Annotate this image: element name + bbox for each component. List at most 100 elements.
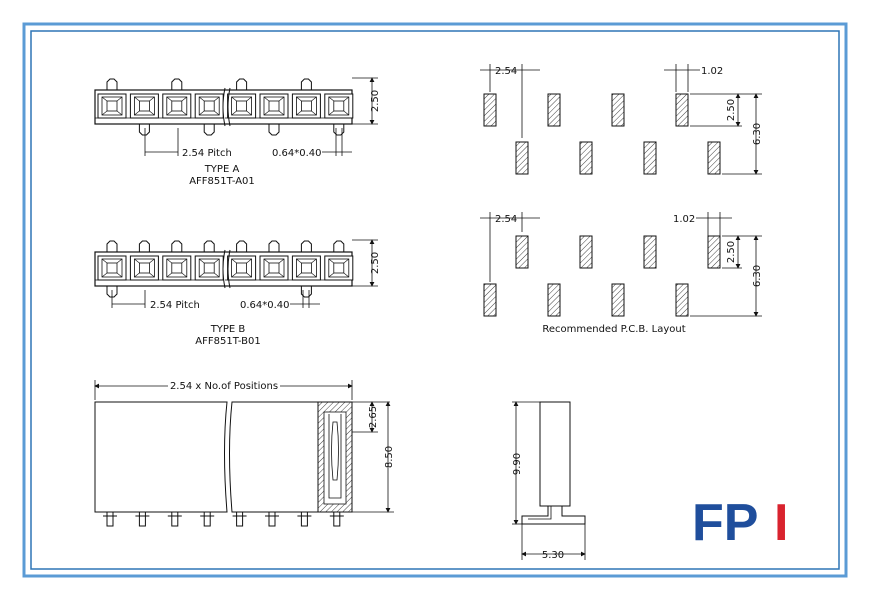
pcb-pad	[515, 235, 529, 269]
pin-top	[333, 240, 345, 252]
type-a-pitch-dim: 2.54 Pitch	[144, 128, 232, 159]
pcb-pad	[515, 141, 529, 175]
outer-border	[22, 22, 848, 578]
contact-cell	[227, 93, 257, 119]
pcb-pad	[483, 93, 497, 127]
pcb-bottom-padw-label: 1.02	[673, 214, 695, 225]
contact-cell	[162, 93, 192, 119]
side-pin	[203, 511, 211, 527]
pcb-caption: Recommended P.C.B. Layout	[542, 324, 685, 335]
side-pin	[236, 511, 244, 527]
pcb-top-layout	[483, 93, 721, 175]
side-top-label: 2.65	[368, 406, 379, 428]
contact-cell	[324, 255, 354, 281]
pcb-pad	[579, 141, 593, 175]
inner-border	[30, 30, 840, 570]
pcb-top-padw-label: 1.02	[701, 66, 723, 77]
pin-top	[268, 240, 280, 252]
pcb-pad	[579, 235, 593, 269]
type-a-pin-label: 0.64*0.40	[272, 148, 322, 159]
pcb-top-span-label: 6.30	[752, 123, 763, 145]
pcb-bottom-layout	[483, 235, 721, 317]
type-b-height-dim: 2.50	[352, 239, 381, 287]
side-pin	[106, 511, 114, 527]
end-width-label: 5.30	[542, 550, 564, 561]
pcb-pad	[675, 93, 689, 127]
type-a-title: TYPE A	[204, 164, 240, 175]
logo-text-blue: FP	[692, 494, 758, 552]
side-length-dim: 2.54 x No.of Positions	[94, 379, 353, 400]
pin-bottom	[300, 286, 312, 298]
contact-cell	[194, 255, 224, 281]
type-a-pin-dim: 0.64*0.40	[272, 128, 352, 159]
end-width-dim: 5.30	[521, 524, 586, 561]
side-height-dim: 8.50	[352, 401, 395, 513]
side-pin	[300, 511, 308, 527]
contact-cell	[259, 255, 289, 281]
side-pin	[171, 511, 179, 527]
type-a-part: AFF851T-A01	[189, 176, 255, 187]
contact-cell	[259, 93, 289, 119]
pin-top	[236, 78, 248, 90]
pcb-bottom-dims: 2.54 1.02 2.50 6.30	[480, 212, 763, 317]
type-b-pitch-label: 2.54 Pitch	[150, 300, 200, 311]
side-pin	[268, 511, 276, 527]
side-length-label: 2.54 x No.of Positions	[170, 381, 278, 392]
type-b-connector	[94, 240, 354, 298]
contact-cell	[162, 255, 192, 281]
pin-top	[171, 78, 183, 90]
pin-top	[300, 240, 312, 252]
pcb-pad	[643, 141, 657, 175]
pcb-top-dims: 2.54 1.02 2.50 6.30	[480, 64, 763, 175]
contact-cell	[129, 255, 159, 281]
pcb-pad	[483, 283, 497, 317]
type-a-height-label: 2.50	[370, 90, 381, 112]
type-b-title: TYPE B	[210, 324, 246, 335]
type-b-part: AFF851T-B01	[195, 336, 260, 347]
contact-cell	[97, 255, 127, 281]
type-a-connector	[94, 78, 354, 136]
pin-top	[236, 240, 248, 252]
contact-cell	[324, 93, 354, 119]
side-height-label: 8.50	[384, 446, 395, 468]
logo-text-red: I	[774, 494, 788, 552]
pin-top	[171, 240, 183, 252]
end-height-dim: 9.90	[512, 401, 540, 525]
pcb-pad	[611, 283, 625, 317]
type-b-pin-dim: 0.64*0.40	[240, 290, 320, 311]
pin-bottom	[203, 124, 215, 136]
pcb-bottom-span-label: 6.30	[752, 265, 763, 287]
pin-bottom	[268, 124, 280, 136]
fpi-logo: FP I	[692, 494, 788, 552]
contact-cell	[129, 93, 159, 119]
pin-top	[300, 78, 312, 90]
pcb-pad	[707, 141, 721, 175]
pin-bottom	[138, 124, 150, 136]
side-pin	[333, 511, 341, 527]
pin-top	[106, 240, 118, 252]
side-view	[94, 401, 353, 527]
type-a-height-dim: 2.50	[352, 77, 381, 125]
pcb-bottom-pitch-label: 2.54	[495, 214, 517, 225]
pcb-pad	[547, 283, 561, 317]
contact-cell	[227, 255, 257, 281]
pcb-pad	[675, 283, 689, 317]
end-view	[521, 401, 586, 525]
pin-top	[138, 240, 150, 252]
pcb-top-pitch-label: 2.54	[495, 66, 517, 77]
pin-bottom	[333, 124, 345, 136]
contact-cell	[194, 93, 224, 119]
end-height-label: 9.90	[512, 453, 523, 475]
type-b-pin-label: 0.64*0.40	[240, 300, 290, 311]
pcb-pad	[643, 235, 657, 269]
pcb-bottom-padh-label: 2.50	[726, 241, 737, 263]
pcb-pad	[611, 93, 625, 127]
side-pin	[138, 511, 146, 527]
contact-cell	[291, 255, 321, 281]
pin-top	[203, 240, 215, 252]
type-a-pitch-label: 2.54 Pitch	[182, 148, 232, 159]
type-b-height-label: 2.50	[370, 252, 381, 274]
pcb-pad	[547, 93, 561, 127]
contact-cell	[291, 93, 321, 119]
